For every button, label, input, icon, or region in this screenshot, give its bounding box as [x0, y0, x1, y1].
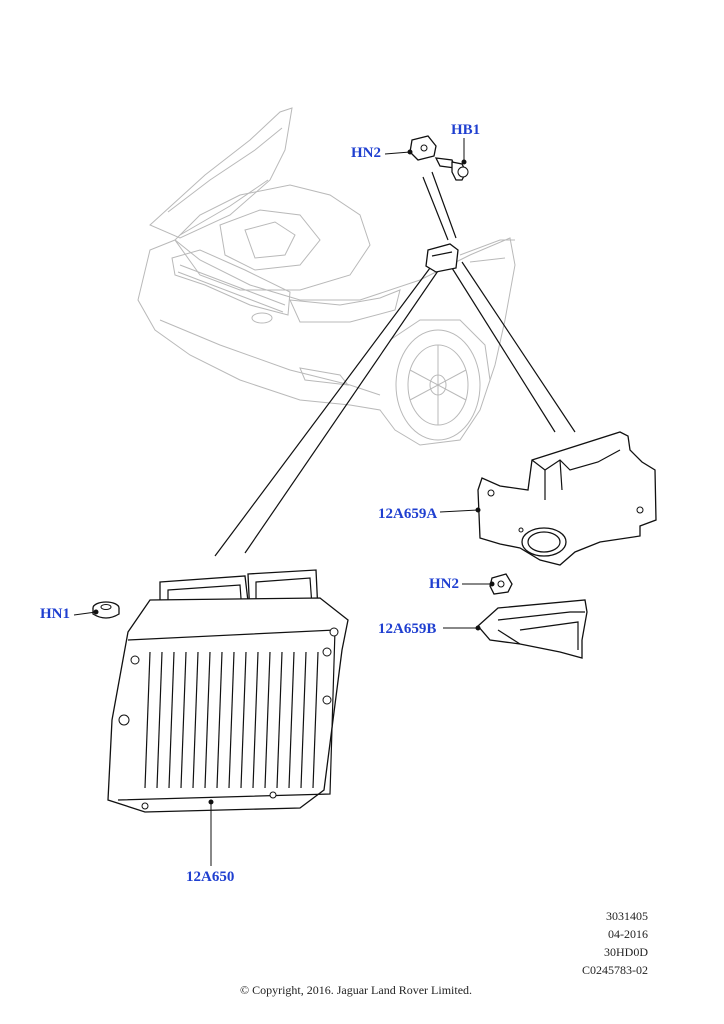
reference-date: 04-2016	[608, 927, 648, 941]
callout-hn1[interactable]: HN1	[40, 606, 70, 622]
callout-hn2-bottom[interactable]: HN2	[429, 576, 459, 592]
callout-12a659a[interactable]: 12A659A	[378, 506, 438, 522]
callout-12a650[interactable]: 12A650	[186, 869, 235, 885]
vehicle-front-icon	[137, 107, 516, 446]
bolt-hb1-icon	[434, 157, 469, 181]
callout-leaders	[73, 138, 495, 866]
engine-control-module-icon	[107, 569, 349, 813]
mounting-bracket-small	[425, 243, 459, 273]
callout-hb1[interactable]: HB1	[451, 122, 481, 138]
nut-hn2-bottom-icon	[489, 573, 513, 595]
nut-hn2-top-icon	[409, 135, 437, 161]
callout-12a659b[interactable]: 12A659B	[378, 621, 437, 637]
reference-code: 3031405	[606, 909, 648, 923]
bracket-12a659b-icon	[477, 599, 588, 659]
copyright-notice: © Copyright, 2016. Jaguar Land Rover Lim…	[239, 983, 473, 997]
grommet-hn1-icon	[92, 601, 120, 619]
reference-model: 30HD0D	[604, 945, 648, 959]
leader-lines	[214, 171, 576, 557]
callout-hn2-top[interactable]: HN2	[351, 145, 381, 161]
bracket-12a659a-icon	[477, 431, 657, 566]
reference-catalog: C0245783-02	[582, 963, 648, 977]
